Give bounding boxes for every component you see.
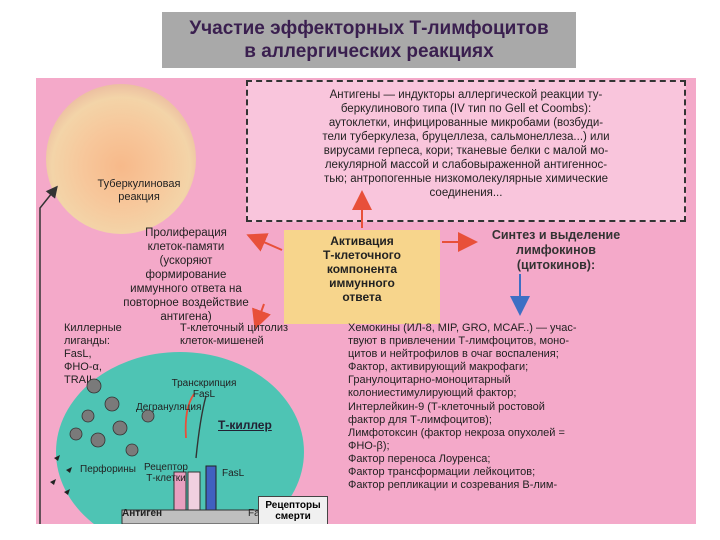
transcription-label: Транскрипция FasL: [166, 378, 242, 400]
cytokine-list: Хемокины (ИЛ-8, MIP, GRO, MCAF..) — учас…: [348, 322, 694, 492]
t-killer-label: Т-киллер: [218, 418, 272, 432]
death-receptor-line: Рецепторы: [265, 500, 321, 511]
granule: [104, 396, 120, 412]
cytokine-line: колониестимулирующий фактор;: [348, 387, 517, 400]
prolif-line: антигена): [160, 311, 212, 323]
activation-line: ответа: [342, 290, 382, 304]
prolif-line: (ускоряют: [159, 255, 213, 267]
perforin-mark: [64, 489, 70, 495]
antigen-line: соединения...: [429, 187, 503, 199]
granule: [112, 420, 128, 436]
perforin-arrows: [50, 455, 72, 495]
ligand-line: лиганды:: [64, 335, 110, 347]
granule: [90, 432, 106, 448]
cytokine-line: фактор для Т-лимфоцитов);: [348, 413, 492, 426]
granule: [141, 409, 155, 423]
diagram-board: Туберкулиновая реакция Антигены — индукт…: [36, 78, 696, 524]
cytokine-line: Фактор трансформации лейкоцитов;: [348, 466, 536, 479]
cytolysis-line: клеток-мишеней: [180, 335, 264, 347]
receptor-line: Т-клетки: [146, 473, 186, 484]
ligand-line: ФНО-α,: [64, 361, 102, 373]
fas-label: Fas: [248, 508, 265, 519]
ligand-line: Киллерные: [64, 322, 122, 334]
lymphokine-synthesis-text: Синтез и выделение лимфокинов (цитокинов…: [456, 228, 656, 273]
prolif-line: формирование: [145, 269, 227, 281]
cytokine-line: Гранулоцитарно-моноцитарный: [348, 374, 511, 387]
death-receptor-line: смерти: [275, 511, 311, 522]
title-line-1: Участие эффекторных Т-лимфоцитов: [189, 18, 549, 39]
antigen-line: тели туберкулеза, бруцеллеза, сальмонелл…: [322, 131, 610, 143]
degranulation-label: Дегрануляция: [136, 402, 202, 413]
memory-cell-proliferation-text: Пролиферация клеток-памяти (ускоряют фор…: [106, 226, 266, 324]
fasl-transcription-path-dark: [195, 395, 207, 459]
tuberculin-reaction-label: Туберкулиновая реакция: [84, 178, 194, 204]
antigen-line: аутоклетки, инфицированные микробами (во…: [328, 117, 604, 129]
arrow-left-to-proliferation: [246, 233, 283, 252]
ligand-line: FasL,: [64, 348, 92, 360]
prolif-line: иммунного ответа на: [130, 283, 242, 295]
transcription-line: Транскрипция: [171, 378, 237, 389]
tuberculin-label-line-2: реакция: [118, 191, 160, 203]
antigen-line: беркулинового типа (IV тип по Gell et Co…: [340, 103, 592, 115]
synthesis-line: Синтез и выделение: [491, 228, 621, 242]
death-receptor-box: Рецепторы смерти: [258, 496, 328, 524]
arrow-return-left: [39, 185, 58, 524]
granule: [125, 443, 139, 457]
activation-line: иммунного: [329, 276, 395, 290]
granule: [69, 427, 83, 441]
cytokine-line: Фактор репликации и созревания В-лим-: [348, 479, 558, 492]
cytolysis-text: Т-клеточный цитолиз клеток-мишеней: [180, 322, 320, 348]
antigen-line: тью; антропогенные низкомолекулярные хим…: [323, 173, 609, 185]
t-cell-receptor-label: Рецептор Т-клетки: [136, 462, 196, 484]
cytokine-line: Интерлейкин-9 (Т-клеточный ростовой: [348, 400, 545, 413]
granule: [86, 378, 102, 394]
perforin-mark: [66, 467, 72, 473]
activation-line: Активация: [330, 234, 394, 248]
fas-column: [205, 465, 217, 524]
cytokine-line: ФНО-β);: [348, 439, 390, 452]
antigen-line: лекулярной массой и слабовыраженной анти…: [324, 159, 608, 171]
perforin-mark: [50, 479, 56, 485]
antigen-line: Антигены — индукторы аллергической реакц…: [329, 89, 603, 101]
perforin-mark: [54, 455, 60, 461]
t-cell-illustration: [50, 378, 263, 524]
fasl-label: FasL: [222, 468, 245, 479]
fasl-transcription-path-red: [184, 393, 195, 439]
cytokine-line: цитов и нейтрофилов в очаг воспаления;: [348, 348, 559, 361]
cytokine-line: твуют в привлечении Т-лимфоцитов, моно-: [348, 335, 570, 348]
activation-text: Активация Т-клеточного компонента иммунн…: [284, 234, 440, 304]
antigen-label: Антиген: [122, 508, 163, 519]
tuberculin-reaction-image: [46, 84, 196, 234]
granules: [69, 378, 155, 457]
synthesis-line: (цитокинов):: [516, 258, 596, 272]
antigen-line: вирусами герпеса, кори; тканевые белки с…: [323, 145, 609, 157]
prolif-line: клеток-памяти: [147, 241, 225, 253]
receptor-line: Рецептор: [144, 462, 188, 473]
perforins-label: Перфорины: [80, 464, 136, 475]
prolif-line: Пролиферация: [145, 227, 227, 239]
activation-box: [284, 230, 440, 324]
cytokine-line: Хемокины (ИЛ-8, MIP, GRO, MCAF..) — учас…: [348, 322, 577, 334]
title-line-2: в аллергических реакциях: [244, 41, 494, 62]
cytokine-line: Фактор, активирующий макрофаги;: [348, 361, 529, 374]
activation-line: Т-клеточного: [323, 248, 401, 262]
granule: [81, 409, 95, 423]
antigen-inducers-box: Антигены — индукторы аллергической реакц…: [246, 80, 686, 222]
transcription-line: FasL: [192, 389, 216, 400]
tuberculin-label-line-1: Туберкулиновая: [97, 178, 181, 190]
activation-line: компонента: [326, 262, 398, 276]
killer-ligands-text: Киллерные лиганды: FasL, ФНО-α, TRAIL: [64, 322, 164, 387]
arrow-down-to-cytolysis: [252, 303, 271, 330]
prolif-line: повторное воздействие: [123, 297, 249, 309]
synthesis-line: лимфокинов: [516, 243, 596, 257]
cytokine-line: Лимфотоксин (фактор некроза опухолей =: [348, 426, 565, 439]
cytokine-line: Фактор переноса Лоуренса;: [348, 452, 491, 465]
slide-title: Участие эффекторных Т-лимфоцитов в аллер…: [162, 12, 576, 68]
arrows-layer: [39, 185, 530, 524]
cytolysis-line: Т-клеточный цитолиз: [180, 322, 289, 334]
